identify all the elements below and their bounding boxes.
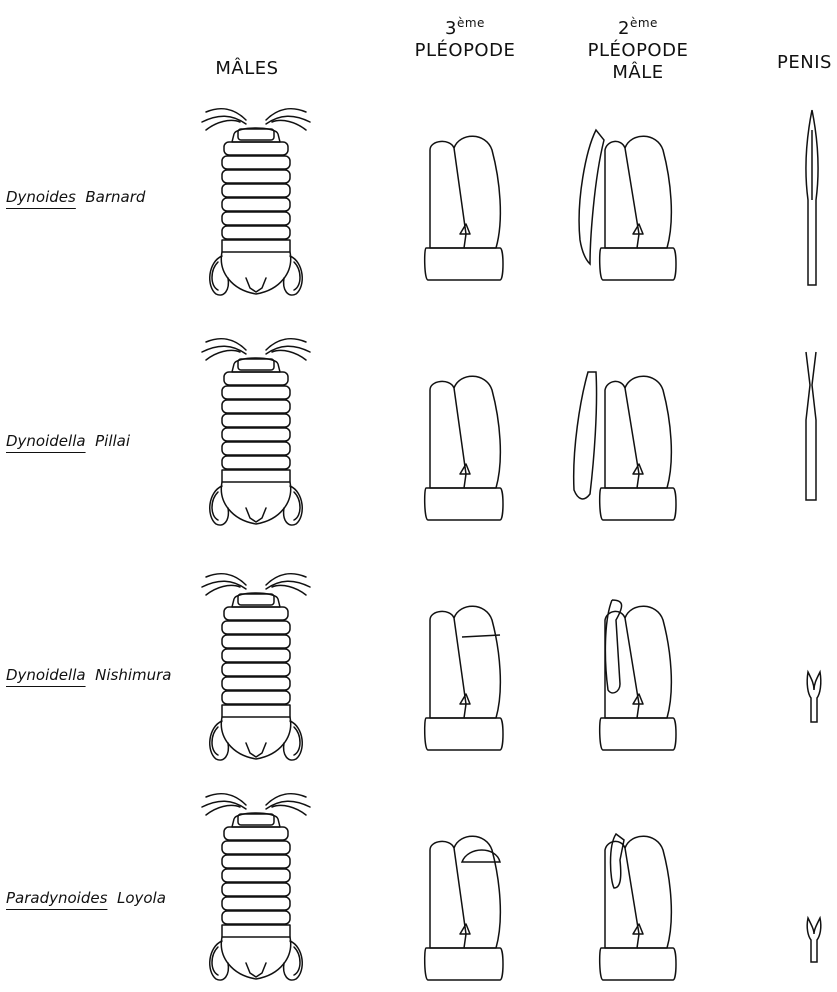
second-pleopod-drawing: [600, 376, 676, 520]
second-pleopod-drawing: [600, 136, 676, 280]
isopod-male-drawing: [202, 574, 310, 760]
third-pleopod-drawing: [425, 606, 503, 750]
isopod-male-drawing: [202, 794, 310, 980]
penis-drawing: [807, 918, 821, 962]
second-pleopod-drawing: [600, 606, 676, 750]
appendix-masculina-drawing: [605, 600, 621, 693]
third-pleopod-drawing: [425, 136, 503, 280]
penis-drawing: [806, 352, 816, 500]
penis-drawing: [807, 672, 821, 722]
pleopod-suture-line: [462, 635, 500, 637]
appendix-masculina-drawing: [579, 130, 604, 264]
third-pleopod-drawing: [425, 376, 503, 520]
appendix-masculina-drawing: [574, 372, 597, 499]
isopod-male-drawing: [202, 339, 310, 525]
isopod-male-drawing: [202, 109, 310, 295]
penis-drawing: [806, 110, 818, 285]
